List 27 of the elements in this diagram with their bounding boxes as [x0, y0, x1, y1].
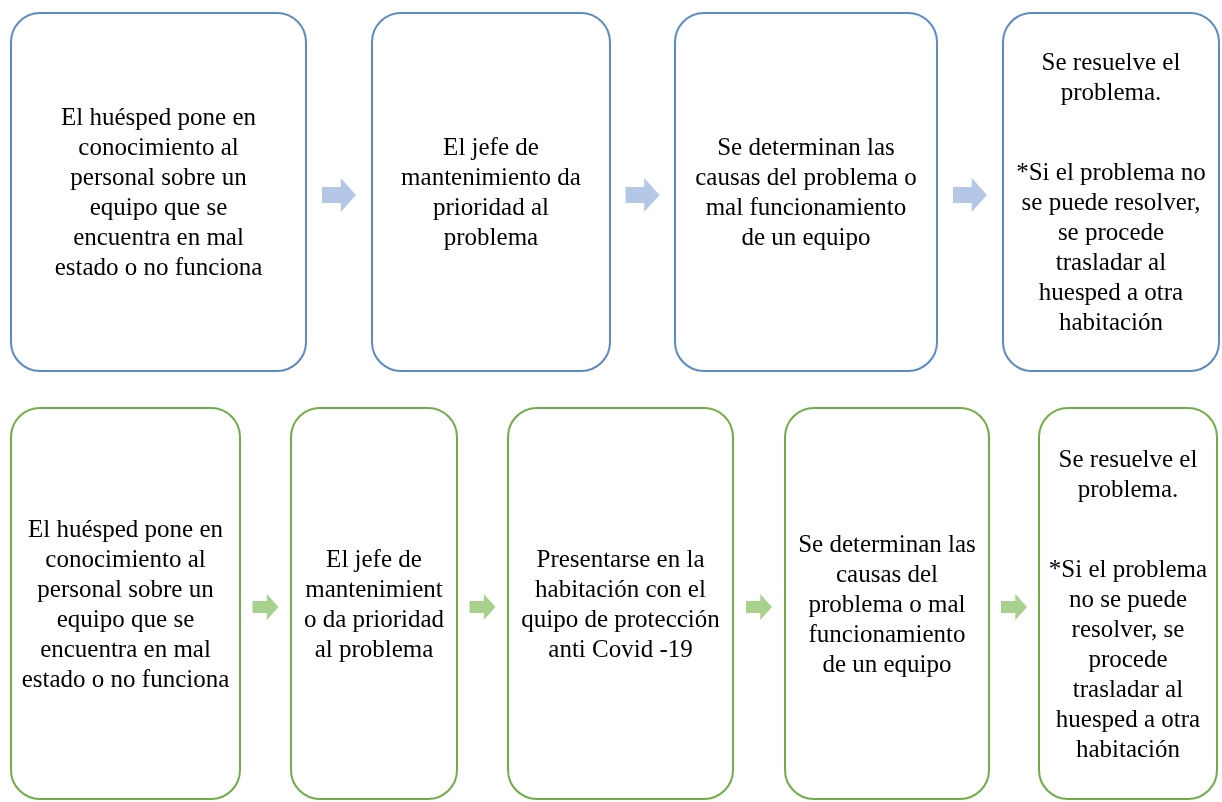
- step-text: El jefe de mantenimiento da prioridad al problema: [400, 132, 582, 252]
- step-text: El jefe de mantenimiento da prioridad al problema: [302, 543, 446, 664]
- step-text: *Si el problema no se puede resolver, se procede trasladar al huesped a otra habitación: [1047, 553, 1209, 764]
- block-arrow: [746, 594, 772, 620]
- block-arrow: [469, 594, 496, 620]
- block-arrow: [322, 178, 356, 212]
- step-text: El huésped pone en conocimiento al personal sobre un equipo que se encuentra en mal estado o no funciona: [20, 513, 231, 694]
- step-text: Se resuelve el problema.: [1057, 443, 1199, 504]
- block-arrow: [953, 178, 987, 212]
- step-text: *Si el problema no se puede resolver, se procede trasladar al huesped a otra habitación: [1016, 157, 1206, 337]
- process-box: [290, 407, 458, 800]
- process-box: [1002, 12, 1220, 372]
- process-box: [10, 407, 241, 800]
- process-box: [784, 407, 990, 800]
- block-arrow: [252, 594, 279, 620]
- process-box: [10, 12, 307, 372]
- process-box: [507, 407, 734, 800]
- block-arrow: [625, 178, 660, 212]
- step-text: Se determinan las causas del problema o mal funcionamiento de un equipo: [694, 132, 918, 252]
- step-text: Se resuelve el problema.: [1040, 47, 1182, 107]
- block-arrow: [1001, 594, 1027, 620]
- process-box: [371, 12, 611, 372]
- step-text: Presentarse en la habitación con el quipo de protección anti Covid -19: [520, 543, 721, 664]
- step-text: Se determinan las causas del problema o mal funcionamiento de un equipo: [797, 528, 977, 679]
- process-box: [674, 12, 938, 372]
- process-box: [1038, 407, 1218, 800]
- step-text: El huésped pone en conocimiento al personal sobre un equipo que se encuentra en mal estado o no funciona: [53, 102, 264, 282]
